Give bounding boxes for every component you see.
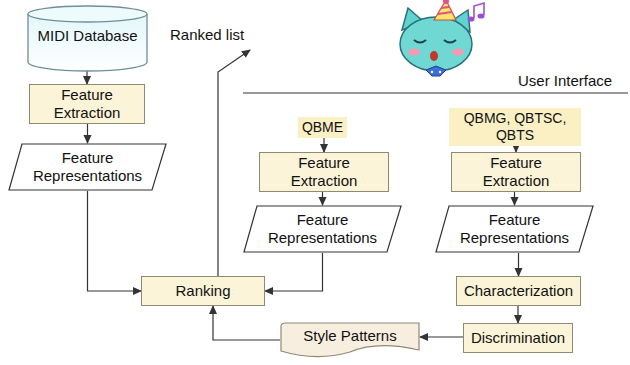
node-text: Discrimination — [471, 329, 565, 347]
node-text: Feature Extraction — [36, 86, 138, 122]
output-arrow — [218, 50, 250, 276]
process-box: Discrimination — [463, 323, 573, 353]
node-text: Feature Extraction — [266, 154, 382, 190]
flow-arrow — [420, 336, 463, 337]
data-parallelogram: Feature Representations — [8, 143, 167, 191]
node-text: Feature Representations — [455, 211, 574, 247]
node-text: QBME — [302, 119, 343, 136]
database-cylinder: MIDI Database — [27, 5, 148, 71]
data-parallelogram: Feature Representations — [435, 205, 594, 253]
flow-arrow — [514, 192, 515, 205]
node-text: QBMG, QBTSC, QBTS — [451, 110, 579, 144]
node-text: Characterization — [464, 282, 573, 300]
process-box: Ranking — [141, 276, 265, 306]
flow-arrow — [323, 138, 324, 152]
flow-arrow — [322, 192, 323, 205]
output-label: Ranked list — [170, 26, 244, 43]
data-parallelogram: Feature Representations — [243, 205, 402, 253]
node-text: Style Patterns — [303, 327, 396, 345]
process-box: Feature Extraction — [29, 84, 145, 124]
flow-arrow — [86, 71, 87, 84]
node-text: Feature Extraction — [458, 154, 574, 190]
node-text: Feature Representations — [263, 211, 382, 247]
interface-rule — [243, 92, 628, 93]
flow-arrow — [518, 253, 519, 276]
document-shape: Style Patterns — [280, 322, 420, 358]
node-text: Feature Representations — [28, 149, 147, 185]
flow-arrow — [87, 124, 88, 143]
query-tag: QBME — [298, 117, 347, 138]
query-tag: QBMG, QBTSC, QBTS — [449, 108, 581, 146]
process-box: Feature Extraction — [259, 152, 389, 192]
flow-arrow — [88, 191, 142, 291]
cat-mascot — [400, 0, 485, 76]
node-text: MIDI Database — [37, 27, 137, 45]
flow-arrow — [265, 253, 323, 291]
process-box: Characterization — [456, 276, 581, 306]
flow-arrow — [213, 306, 280, 340]
interface-label: User Interface — [518, 72, 612, 89]
process-box: Feature Extraction — [451, 152, 581, 192]
node-text: Ranking — [175, 282, 230, 300]
flow-arrow — [517, 306, 518, 323]
